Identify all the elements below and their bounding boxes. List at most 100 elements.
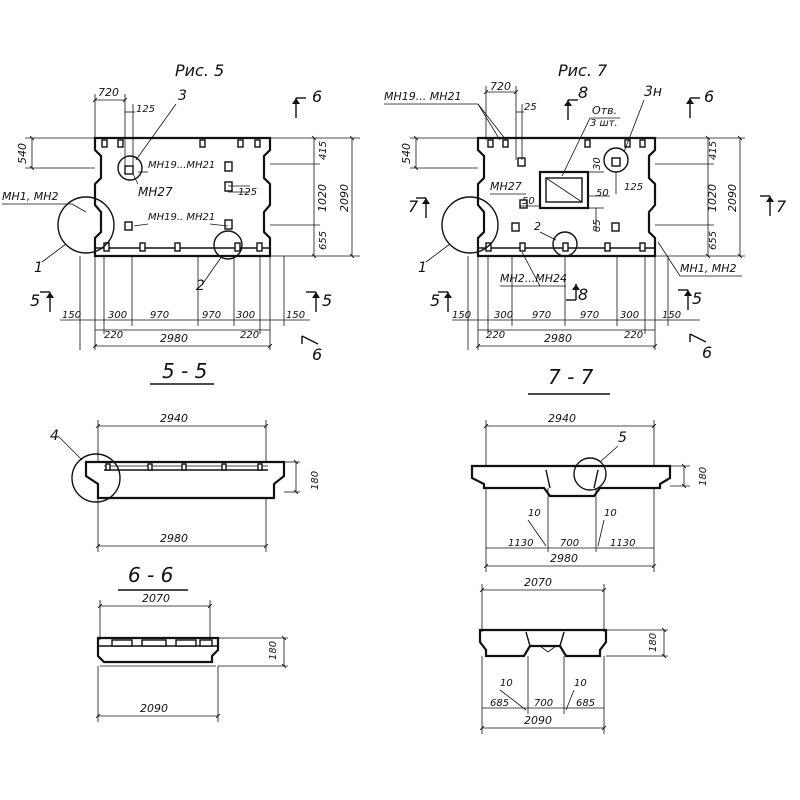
fig7-title: Рис. 7 bbox=[558, 61, 608, 80]
sec77-callout-circle-5 bbox=[573, 457, 607, 491]
fig5-title: Рис. 5 bbox=[175, 61, 224, 80]
sec66-title: 6 - 6 bbox=[128, 563, 173, 587]
fig5-label-mn19-b: МН19.. МН21 bbox=[148, 212, 215, 223]
fig5-dim-125-top: 125 bbox=[136, 104, 155, 115]
fig7-otv-2: 3 шт. bbox=[590, 118, 618, 129]
fig5-dim-655: 655 bbox=[318, 231, 329, 250]
fig7-callout-1: 1 bbox=[418, 260, 427, 276]
fig5-dim-970-r: 970 bbox=[202, 310, 221, 321]
sec77-dim-180: 180 bbox=[698, 467, 709, 486]
sec88-dim-700: 700 bbox=[534, 698, 553, 709]
fig7-dim-220-r: 220 bbox=[624, 330, 643, 341]
sec88-dim-180: 180 bbox=[648, 633, 659, 652]
fig7-dim-655: 655 bbox=[708, 231, 719, 250]
fig7-label-mn1-mn2: МН1, МН2 bbox=[680, 262, 737, 275]
sec55-dim-2980: 2980 bbox=[160, 532, 188, 545]
fig7-callout-circle-1 bbox=[441, 196, 499, 254]
fig5-dim-415: 415 bbox=[318, 141, 329, 160]
fig5-dim-220-r: 220 bbox=[240, 330, 259, 341]
fig5-callout-circle-3 bbox=[117, 155, 143, 181]
sec77-profile bbox=[470, 464, 672, 498]
fig7-slab-outline bbox=[476, 136, 657, 258]
fig5-dim-150-r: 150 bbox=[286, 310, 305, 321]
sec88-dim-10-l: 10 bbox=[500, 678, 513, 689]
sec66-dim-2090: 2090 bbox=[140, 702, 168, 715]
fig7-arrow-8-bottom: 8 bbox=[578, 285, 588, 304]
fig5-dim-720: 720 bbox=[98, 86, 119, 99]
fig5-label-mn1: МН1, МН2 bbox=[2, 190, 59, 203]
sec55-dim-2940: 2940 bbox=[160, 412, 188, 425]
figure-7: Рис. 7 МН19... МН21 bbox=[384, 61, 787, 362]
sec55-title: 5 - 5 bbox=[162, 359, 207, 383]
fig7-arrow-8-top: 8 bbox=[578, 83, 588, 102]
fig5-dim-150-l: 150 bbox=[62, 310, 81, 321]
fig7-dim-2980: 2980 bbox=[544, 332, 572, 345]
sec55-callout-circle-4 bbox=[71, 453, 121, 503]
sec55-profile bbox=[84, 460, 286, 500]
sec88-dim-685-r: 685 bbox=[576, 698, 595, 709]
fig5-dim-1020: 1020 bbox=[316, 184, 329, 212]
section-8-8: 2070 180 10 10 685 700 685 2090 bbox=[478, 576, 668, 734]
sec77-title: 7 - 7 bbox=[548, 365, 594, 389]
fig5-dim-2090: 2090 bbox=[338, 184, 351, 212]
sec66-profile bbox=[96, 636, 220, 664]
sec66-dim-180: 180 bbox=[268, 641, 279, 660]
sec77-dim-2940: 2940 bbox=[548, 412, 576, 425]
fig7-otv-1: Отв. bbox=[592, 104, 617, 117]
fig5-arrow-5-left: 5 bbox=[30, 291, 40, 310]
section-6-6: 6 - 6 2070 180 2090 bbox=[95, 563, 288, 722]
sec77-dim-1130-r: 1130 bbox=[610, 538, 635, 549]
fig7-dim-150-l: 150 bbox=[452, 310, 471, 321]
fig5-arrow-5-right: 5 bbox=[322, 291, 332, 310]
sec77-dim-1130-l: 1130 bbox=[508, 538, 533, 549]
fig7-label-3n: 3н bbox=[644, 84, 662, 100]
sec55-dim-180: 180 bbox=[310, 471, 321, 490]
fig5-dim-2980: 2980 bbox=[160, 332, 188, 345]
sec77-callout-5: 5 bbox=[618, 430, 627, 446]
fig7-dim-300-l: 300 bbox=[494, 310, 513, 321]
section-5-5: 5 - 5 2940 4 180 2980 bbox=[50, 359, 321, 552]
fig5-dim-300-l: 300 bbox=[108, 310, 127, 321]
fig7-dim-50-b: 50 bbox=[522, 196, 535, 207]
sec66-ribs bbox=[111, 639, 213, 647]
fig7-dim-1020: 1020 bbox=[706, 184, 719, 212]
fig5-dim-540: 540 bbox=[16, 143, 29, 164]
fig5-callout-1: 1 bbox=[34, 260, 43, 276]
fig7-label-mn2-mn24: МН2...МН24 bbox=[500, 272, 567, 285]
sec55-ribs bbox=[105, 463, 263, 471]
fig7-dim-85: 85 bbox=[592, 219, 603, 232]
fig7-dim-25: 25 bbox=[524, 102, 537, 113]
fig7-dim-720: 720 bbox=[490, 80, 511, 93]
fig7-arrow-6-top: 6 bbox=[704, 87, 714, 106]
fig7-arrow-7-right: 7 bbox=[776, 197, 787, 216]
fig5-embedded-parts bbox=[101, 139, 263, 252]
fig7-dim-970-l: 970 bbox=[532, 310, 551, 321]
fig7-dim-300-r: 300 bbox=[620, 310, 639, 321]
fig7-dim-415: 415 bbox=[708, 141, 719, 160]
fig7-dim-150-r: 150 bbox=[662, 310, 681, 321]
fig7-arrow-5-right: 5 bbox=[692, 289, 702, 308]
sec88-profile bbox=[478, 628, 608, 658]
fig7-dim-540: 540 bbox=[400, 143, 413, 164]
sec77-dim-10-l: 10 bbox=[528, 508, 541, 519]
fig5-dim-970-l: 970 bbox=[150, 310, 169, 321]
fig5-label-mn19-a: МН19...МН21 bbox=[148, 160, 215, 171]
fig7-arrow-5-left: 5 bbox=[430, 291, 440, 310]
fig5-arrow-6-top: 6 bbox=[312, 87, 322, 106]
fig7-callout-2: 2 bbox=[534, 220, 541, 233]
fig5-arrow-6-bottom: 6 bbox=[312, 345, 322, 364]
figure-5: Рис. 5 720 bbox=[2, 61, 360, 364]
fig5-callout-2: 2 bbox=[196, 278, 205, 294]
fig5-callout-circle-1 bbox=[57, 196, 115, 254]
fig7-arrow-6-bottom: 6 bbox=[702, 343, 712, 362]
fig5-label-mn27: МН27 bbox=[138, 185, 173, 199]
fig7-dim-970-r: 970 bbox=[580, 310, 599, 321]
fig5-dim-125-mid: 125 bbox=[238, 187, 257, 198]
sec77-dim-2980: 2980 bbox=[550, 552, 578, 565]
section-7-7: 7 - 7 2940 5 180 10 10 1130 700 1130 298… bbox=[470, 365, 709, 572]
fig7-label-mn27: МН27 bbox=[490, 180, 522, 193]
fig7-arrow-7-left: 7 bbox=[408, 197, 419, 216]
sec55-callout-4: 4 bbox=[50, 428, 59, 444]
fig5-callout-3: 3 bbox=[178, 88, 187, 104]
